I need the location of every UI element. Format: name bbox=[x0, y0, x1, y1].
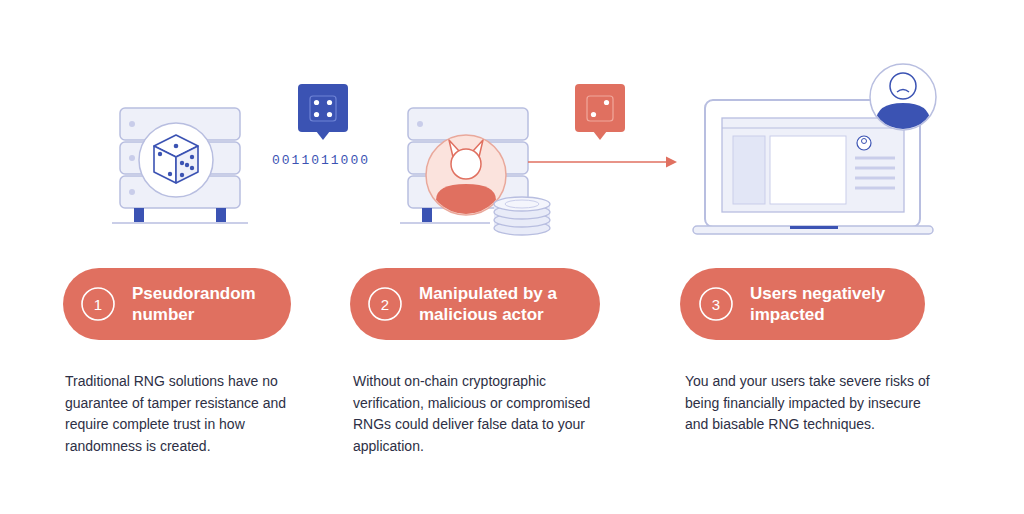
server-stack bbox=[112, 108, 248, 223]
dice-pip bbox=[190, 155, 194, 159]
devil-head bbox=[451, 149, 481, 179]
server-light bbox=[417, 121, 423, 127]
step-title: Manipulated by a malicious actor bbox=[419, 283, 589, 325]
user-frown bbox=[897, 90, 909, 93]
binary-string: 0011011000 bbox=[272, 153, 392, 168]
step-title: Users negatively impacted bbox=[750, 283, 900, 325]
dice-bubble bbox=[298, 84, 348, 140]
user-head bbox=[890, 73, 916, 99]
ground-line bbox=[400, 222, 490, 224]
devil-figure bbox=[436, 184, 496, 215]
laptop bbox=[693, 64, 936, 234]
bubble-pointer bbox=[316, 131, 330, 140]
window-line bbox=[855, 187, 895, 190]
die-pip bbox=[591, 112, 596, 117]
die-pip bbox=[314, 112, 319, 117]
app-window bbox=[722, 118, 904, 212]
step-pill: Pseudorandom number 1 bbox=[63, 268, 291, 340]
step-number-circle: 3 bbox=[699, 287, 733, 321]
die-pip bbox=[314, 100, 319, 105]
dice-face bbox=[176, 146, 198, 183]
window-line bbox=[855, 157, 895, 160]
bubble-body bbox=[298, 84, 348, 132]
server-foot bbox=[134, 208, 144, 222]
mini-avatar bbox=[857, 136, 871, 150]
dice-pip bbox=[185, 163, 189, 167]
server-foot bbox=[216, 208, 226, 222]
die-outline bbox=[587, 96, 613, 121]
server-foot bbox=[422, 208, 432, 222]
step-pill: Manipulated by a malicious actor 2 bbox=[350, 268, 600, 340]
ground-line bbox=[112, 222, 248, 224]
callout-number: 2 bbox=[368, 287, 402, 321]
user-body bbox=[876, 103, 930, 135]
laptop-notch bbox=[790, 226, 838, 229]
laptop-base bbox=[693, 226, 933, 234]
callout-number: 3 bbox=[699, 287, 733, 321]
step-description: You and your users take severe risks of … bbox=[685, 371, 947, 436]
dice-face bbox=[154, 146, 176, 183]
pill-fill bbox=[63, 268, 291, 340]
bubble-body bbox=[575, 84, 625, 132]
coin-stack bbox=[494, 197, 550, 235]
server-light bbox=[129, 121, 135, 127]
window-line bbox=[855, 177, 895, 180]
dice-badge bbox=[139, 123, 213, 197]
pill-fill bbox=[350, 268, 600, 340]
window-line bbox=[855, 167, 895, 170]
circle-ring bbox=[700, 288, 732, 320]
step-number-circle: 2 bbox=[368, 287, 402, 321]
flow-arrow bbox=[528, 157, 677, 168]
dice-pip bbox=[180, 173, 184, 177]
devil-body bbox=[436, 184, 496, 215]
mini-avatar-head bbox=[862, 139, 867, 144]
step-number-circle: 1 bbox=[81, 287, 115, 321]
bubble-pointer bbox=[593, 131, 607, 140]
dice-bubble bbox=[575, 84, 625, 140]
circle-ring bbox=[82, 288, 114, 320]
window-bar bbox=[722, 127, 904, 128]
window-sidebar bbox=[733, 136, 765, 204]
callout-number: 1 bbox=[81, 287, 115, 321]
user-figure bbox=[876, 103, 930, 135]
circle-ring bbox=[369, 288, 401, 320]
step-description: Traditional RNG solutions have no guaran… bbox=[65, 371, 323, 457]
dice-pip bbox=[174, 144, 179, 149]
step-title: Pseudorandom number bbox=[132, 283, 272, 325]
arrow-line bbox=[528, 161, 668, 163]
server-light bbox=[129, 155, 135, 161]
step-pill: Users negatively impacted 3 bbox=[680, 268, 925, 340]
dice-pip bbox=[180, 161, 184, 165]
dice-pip bbox=[190, 166, 194, 170]
arrow-head bbox=[666, 157, 677, 168]
die-pip bbox=[327, 100, 332, 105]
die-outline bbox=[310, 96, 336, 121]
step-description: Without on-chain cryptographic verificat… bbox=[353, 371, 598, 457]
pill-fill bbox=[680, 268, 925, 340]
window-content bbox=[770, 136, 846, 204]
coin-rim bbox=[505, 200, 539, 208]
server-light bbox=[129, 189, 135, 195]
coin bbox=[494, 197, 550, 211]
dice-pip bbox=[158, 152, 162, 156]
dice-pip bbox=[168, 172, 172, 176]
die-pip bbox=[604, 100, 609, 105]
die-pip bbox=[327, 112, 332, 117]
